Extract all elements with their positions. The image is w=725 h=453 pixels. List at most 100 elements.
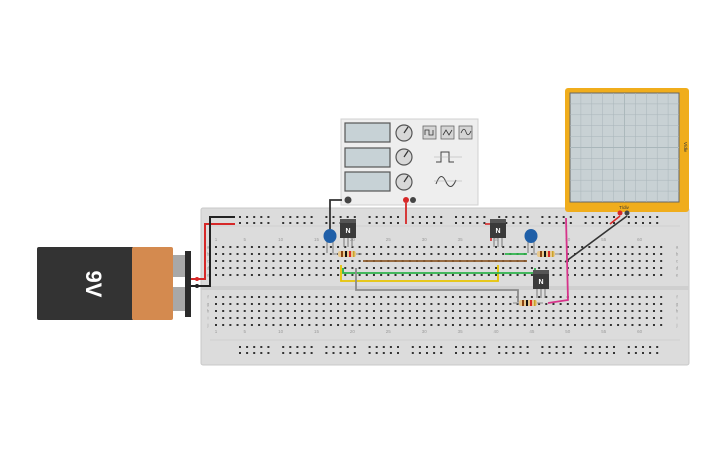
breadboard-hole[interactable]: [440, 222, 443, 224]
breadboard-hole[interactable]: [387, 246, 390, 248]
breadboard-hole[interactable]: [509, 317, 512, 319]
breadboard-hole[interactable]: [301, 310, 304, 312]
breadboard-hole[interactable]: [322, 296, 325, 298]
breadboard-hole[interactable]: [451, 267, 454, 269]
breadboard-hole[interactable]: [372, 324, 375, 326]
breadboard-hole[interactable]: [459, 310, 462, 312]
breadboard-hole[interactable]: [617, 303, 620, 305]
breadboard-hole[interactable]: [344, 303, 347, 305]
breadboard-hole[interactable]: [437, 324, 440, 326]
breadboard-hole[interactable]: [430, 274, 433, 276]
breadboard-hole[interactable]: [243, 274, 246, 276]
breadboard-hole[interactable]: [265, 253, 268, 255]
breadboard-hole[interactable]: [595, 253, 598, 255]
breadboard-hole[interactable]: [656, 222, 659, 224]
breadboard-hole[interactable]: [344, 267, 347, 269]
breadboard-hole[interactable]: [394, 253, 397, 255]
breadboard-hole[interactable]: [301, 296, 304, 298]
breadboard-hole[interactable]: [308, 267, 311, 269]
wire-magenta[interactable]: [547, 217, 569, 304]
breadboard-hole[interactable]: [617, 274, 620, 276]
breadboard-hole[interactable]: [337, 324, 340, 326]
breadboard-hole[interactable]: [649, 352, 652, 354]
breadboard-hole[interactable]: [523, 310, 526, 312]
breadboard-hole[interactable]: [660, 310, 663, 312]
breadboard-hole[interactable]: [591, 222, 594, 224]
breadboard-hole[interactable]: [279, 274, 282, 276]
breadboard-hole[interactable]: [329, 303, 332, 305]
breadboard-hole[interactable]: [243, 253, 246, 255]
breadboard-hole[interactable]: [469, 222, 472, 224]
breadboard-hole[interactable]: [627, 216, 630, 218]
breadboard-hole[interactable]: [426, 352, 428, 354]
battery-terminal-positive[interactable]: [173, 255, 185, 277]
breadboard-hole[interactable]: [548, 216, 551, 218]
breadboard-hole[interactable]: [624, 253, 627, 255]
breadboard-hole[interactable]: [394, 246, 397, 248]
breadboard-hole[interactable]: [337, 274, 340, 276]
breadboard-hole[interactable]: [638, 246, 641, 248]
breadboard-hole[interactable]: [530, 260, 533, 262]
breadboard-hole[interactable]: [380, 253, 383, 255]
breadboard-hole[interactable]: [487, 310, 490, 312]
breadboard-hole[interactable]: [423, 253, 426, 255]
breadboard-hole[interactable]: [660, 274, 663, 276]
breadboard-hole[interactable]: [293, 317, 296, 319]
breadboard-hole[interactable]: [562, 216, 565, 218]
breadboard-hole[interactable]: [351, 296, 354, 298]
breadboard-hole[interactable]: [541, 352, 544, 354]
breadboard-hole[interactable]: [329, 324, 332, 326]
breadboard-hole[interactable]: [397, 346, 399, 348]
breadboard-hole[interactable]: [344, 246, 347, 248]
breadboard-hole[interactable]: [588, 303, 591, 305]
breadboard-hole[interactable]: [258, 267, 261, 269]
breadboard-hole[interactable]: [652, 310, 655, 312]
breadboard-hole[interactable]: [466, 303, 469, 305]
breadboard-hole[interactable]: [423, 324, 426, 326]
breadboard-hole[interactable]: [538, 303, 541, 305]
capacitor-1[interactable]: [323, 229, 337, 253]
breadboard-hole[interactable]: [397, 222, 399, 224]
breadboard-hole[interactable]: [315, 324, 318, 326]
breadboard-hole[interactable]: [272, 310, 275, 312]
breadboard-hole[interactable]: [246, 346, 249, 348]
breadboard-hole[interactable]: [595, 303, 598, 305]
breadboard-hole[interactable]: [480, 317, 483, 319]
breadboard-hole[interactable]: [498, 346, 501, 348]
breadboard-hole[interactable]: [272, 274, 275, 276]
breadboard-hole[interactable]: [498, 216, 501, 218]
breadboard-hole[interactable]: [437, 303, 440, 305]
breadboard-hole[interactable]: [581, 317, 584, 319]
breadboard-hole[interactable]: [387, 324, 390, 326]
breadboard-hole[interactable]: [258, 324, 261, 326]
breadboard-hole[interactable]: [375, 222, 378, 224]
breadboard-hole[interactable]: [466, 296, 469, 298]
breadboard-hole[interactable]: [613, 346, 615, 348]
breadboard-hole[interactable]: [660, 324, 663, 326]
breadboard-hole[interactable]: [602, 310, 605, 312]
breadboard-hole[interactable]: [337, 303, 340, 305]
breadboard-hole[interactable]: [380, 310, 383, 312]
breadboard-hole[interactable]: [552, 246, 555, 248]
breadboard-hole[interactable]: [538, 260, 541, 262]
breadboard-hole[interactable]: [258, 296, 261, 298]
breadboard-hole[interactable]: [598, 352, 601, 354]
breadboard-hole[interactable]: [581, 303, 584, 305]
breadboard-hole[interactable]: [375, 216, 378, 218]
breadboard-hole[interactable]: [372, 296, 375, 298]
breadboard-hole[interactable]: [440, 352, 443, 354]
breadboard-hole[interactable]: [358, 260, 361, 262]
breadboard-hole[interactable]: [609, 267, 612, 269]
breadboard-hole[interactable]: [605, 222, 608, 224]
breadboard-hole[interactable]: [538, 246, 541, 248]
breadboard-hole[interactable]: [642, 346, 644, 348]
breadboard-hole[interactable]: [437, 317, 440, 319]
breadboard-hole[interactable]: [523, 246, 526, 248]
breadboard-hole[interactable]: [502, 246, 505, 248]
breadboard-hole[interactable]: [516, 317, 519, 319]
breadboard-hole[interactable]: [602, 296, 605, 298]
breadboard-hole[interactable]: [631, 253, 634, 255]
breadboard-hole[interactable]: [609, 253, 612, 255]
breadboard-hole[interactable]: [595, 324, 598, 326]
breadboard-hole[interactable]: [502, 253, 505, 255]
